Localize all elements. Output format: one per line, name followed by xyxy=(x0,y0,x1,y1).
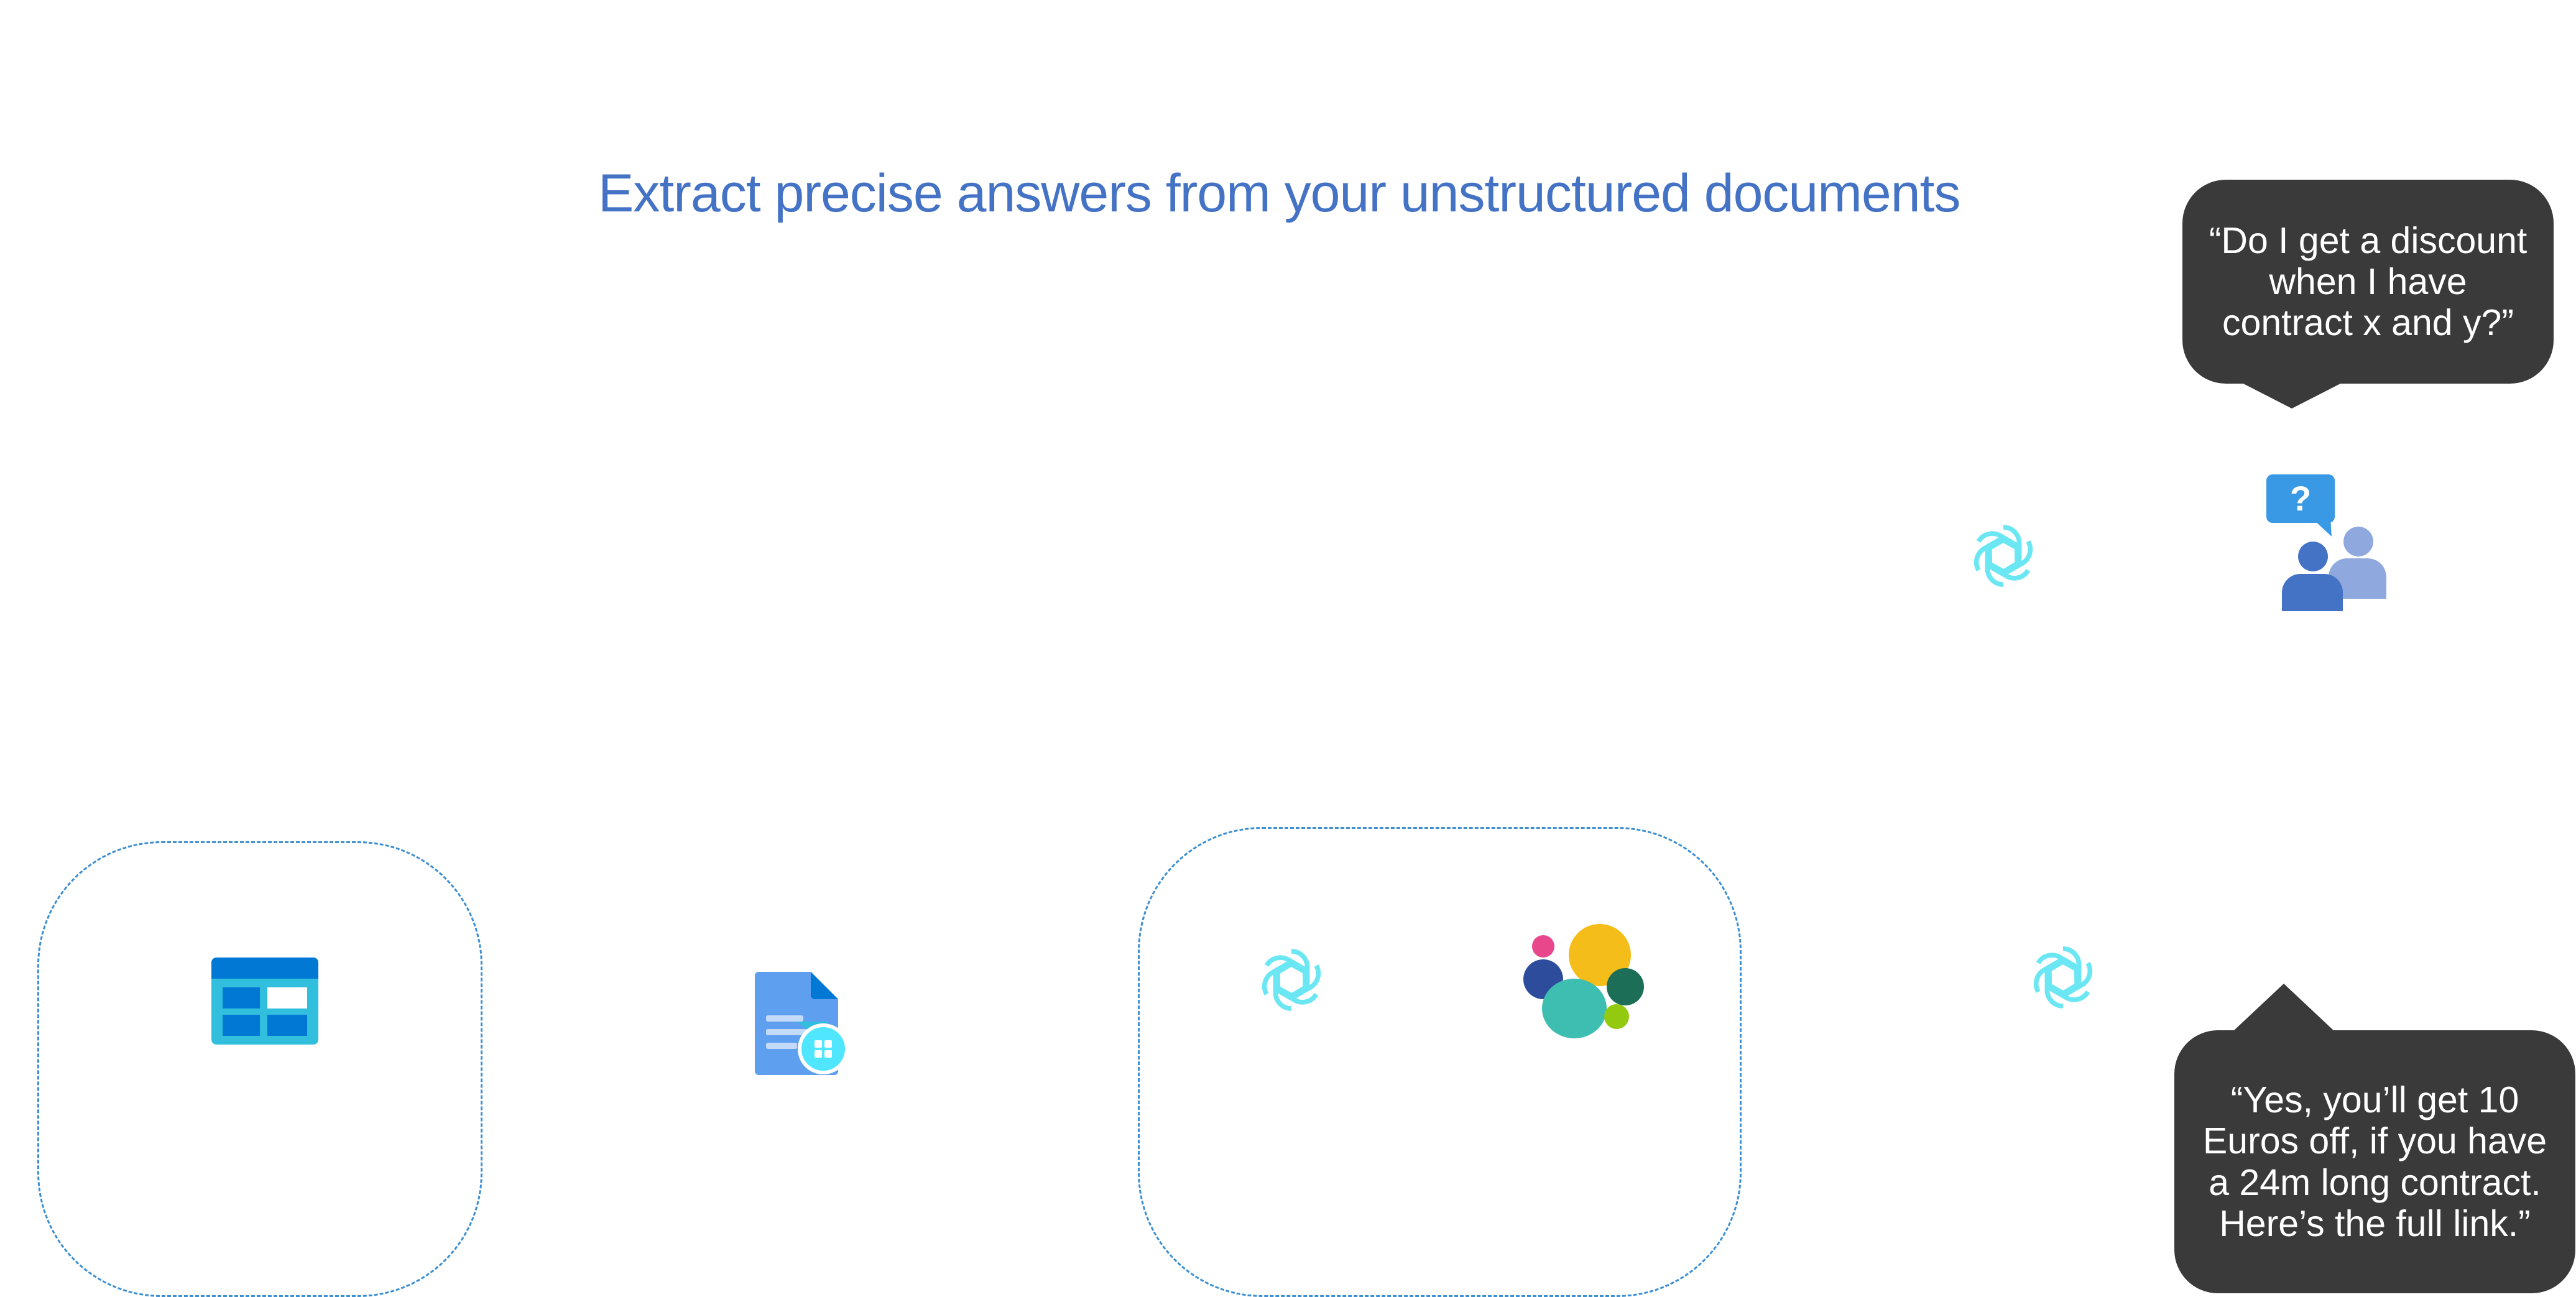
answer-bubble-tail xyxy=(2233,984,2335,1032)
document-intelligence-icon xyxy=(755,972,849,1075)
elasticsearch-icon xyxy=(1523,924,1644,1038)
users-question-icon: ? xyxy=(2266,474,2386,611)
svg-text:?: ? xyxy=(2290,479,2311,518)
openai-icon xyxy=(2033,946,2093,1009)
question-text: “Do I get a discount when I have contrac… xyxy=(2209,219,2528,344)
search-group xyxy=(1138,827,1742,1297)
storage-table-icon xyxy=(211,958,318,1045)
answer-bubble: “Yes, you’ll get 10 Euros off, if you ha… xyxy=(2174,1030,2575,1293)
answer-text: “Yes, you’ll get 10 Euros off, if you ha… xyxy=(2202,1079,2547,1244)
question-bubble-tail xyxy=(2241,382,2343,408)
page-title: Extract precise answers from your unstru… xyxy=(598,164,1960,223)
storage-group xyxy=(37,841,482,1297)
question-bubble: “Do I get a discount when I have contrac… xyxy=(2182,180,2554,384)
openai-icon xyxy=(1974,525,2033,587)
openai-icon xyxy=(1262,949,1321,1011)
